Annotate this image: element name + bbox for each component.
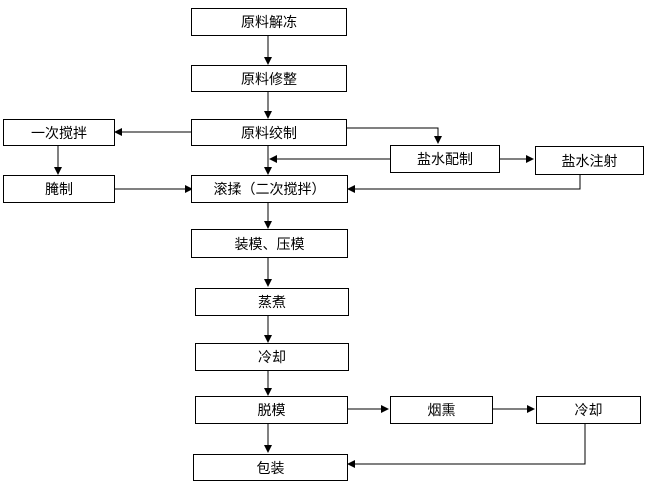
step-package: 包装 bbox=[193, 454, 348, 481]
step-demold-label: 脱模 bbox=[257, 403, 286, 419]
step-brine-inject-label: 盐水注射 bbox=[561, 153, 618, 170]
step-trim-label: 原料修整 bbox=[241, 71, 297, 88]
arrow-mince-to-brine-prep bbox=[346, 127, 442, 144]
step-cool-after-smoke: 冷却 bbox=[536, 396, 641, 424]
step-first-mix: 一次搅拌 bbox=[3, 119, 115, 146]
step-mince-label: 原料绞制 bbox=[241, 125, 297, 142]
step-package-label: 包装 bbox=[256, 460, 285, 477]
arrow-cool-to-package bbox=[347, 424, 586, 468]
step-cook: 蒸煮 bbox=[195, 288, 349, 316]
step-trim: 原料修整 bbox=[191, 65, 347, 92]
step-cool-label: 冷却 bbox=[258, 350, 286, 366]
step-mold-press-label: 装模、压模 bbox=[234, 236, 305, 253]
step-brine-prep: 盐水配制 bbox=[390, 145, 500, 173]
step-cool: 冷却 bbox=[195, 343, 349, 371]
step-cool-after-smoke-label: 冷却 bbox=[574, 403, 603, 419]
step-cure: 腌制 bbox=[3, 175, 115, 203]
step-smoke: 烟熏 bbox=[390, 396, 493, 424]
step-cook-label: 蒸煮 bbox=[258, 295, 286, 311]
step-brine-prep-label: 盐水配制 bbox=[417, 152, 473, 168]
step-smoke-label: 烟熏 bbox=[427, 403, 456, 419]
step-first-mix-label: 一次搅拌 bbox=[31, 125, 87, 142]
step-cure-label: 腌制 bbox=[45, 182, 73, 198]
step-mold-press: 装模、压模 bbox=[191, 229, 348, 258]
step-mince: 原料绞制 bbox=[191, 119, 347, 146]
step-brine-inject: 盐水注射 bbox=[535, 146, 644, 175]
step-demold: 脱模 bbox=[195, 396, 348, 424]
step-thaw: 原料解冻 bbox=[191, 8, 347, 36]
step-thaw-label: 原料解冻 bbox=[241, 15, 297, 31]
arrow-inject-to-tumble bbox=[347, 175, 581, 193]
step-tumble: 滚揉（二次搅拌） bbox=[191, 175, 348, 203]
step-tumble-label: 滚揉（二次搅拌） bbox=[213, 182, 326, 198]
